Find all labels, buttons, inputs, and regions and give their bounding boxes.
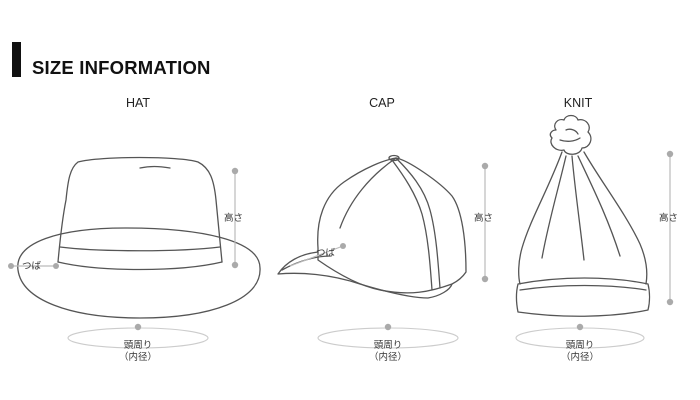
hat-drawing xyxy=(17,156,261,319)
page-title: SIZE INFORMATION xyxy=(32,57,211,78)
cap-height-top-dot xyxy=(481,162,489,170)
hat-height-label: 高さ xyxy=(224,213,244,224)
hat-brim-right-dot xyxy=(53,263,59,269)
cap-brim-dot xyxy=(340,243,346,249)
hat-brim-label: つば xyxy=(22,261,42,272)
knit-drawing xyxy=(515,114,651,317)
cap-circumference-sub: （内径） xyxy=(368,352,408,363)
hat-circumference-dot xyxy=(134,323,142,331)
hat-circumference-label: 頭周り （内径） xyxy=(119,340,157,364)
cap-brim-label: つば xyxy=(316,248,336,259)
cap-height-label: 高さ xyxy=(474,213,494,224)
cap-label: CAP xyxy=(369,96,395,110)
hat-height-bottom-dot xyxy=(231,261,239,269)
cap-drawing xyxy=(277,154,467,299)
knit-circumference-main: 頭周り xyxy=(565,340,595,351)
hat-label: HAT xyxy=(125,96,151,110)
knit-height-bottom-dot xyxy=(666,298,674,306)
heading-accent-bar xyxy=(12,42,21,77)
knit-circumference-label: 頭周り （内径） xyxy=(561,340,599,364)
hat-brim-left-dot xyxy=(8,263,14,269)
cap-circumference-main: 頭周り xyxy=(373,340,403,351)
hat-circumference-main: 頭周り xyxy=(123,340,153,351)
cap-circumference-dot xyxy=(384,323,392,331)
knit-label: KNIT xyxy=(563,96,593,110)
knit-height-top-dot xyxy=(666,150,674,158)
cap-circumference-label: 頭周り （内径） xyxy=(369,340,407,364)
knit-circumference-dot xyxy=(576,323,584,331)
cap-height-bottom-dot xyxy=(481,275,489,283)
hat-circumference-sub: （内径） xyxy=(118,352,158,363)
cap-brim-guide xyxy=(289,245,344,267)
knit-circumference-sub: （内径） xyxy=(560,352,600,363)
hat-height-top-dot xyxy=(231,167,239,175)
knit-height-label: 高さ xyxy=(659,213,679,224)
